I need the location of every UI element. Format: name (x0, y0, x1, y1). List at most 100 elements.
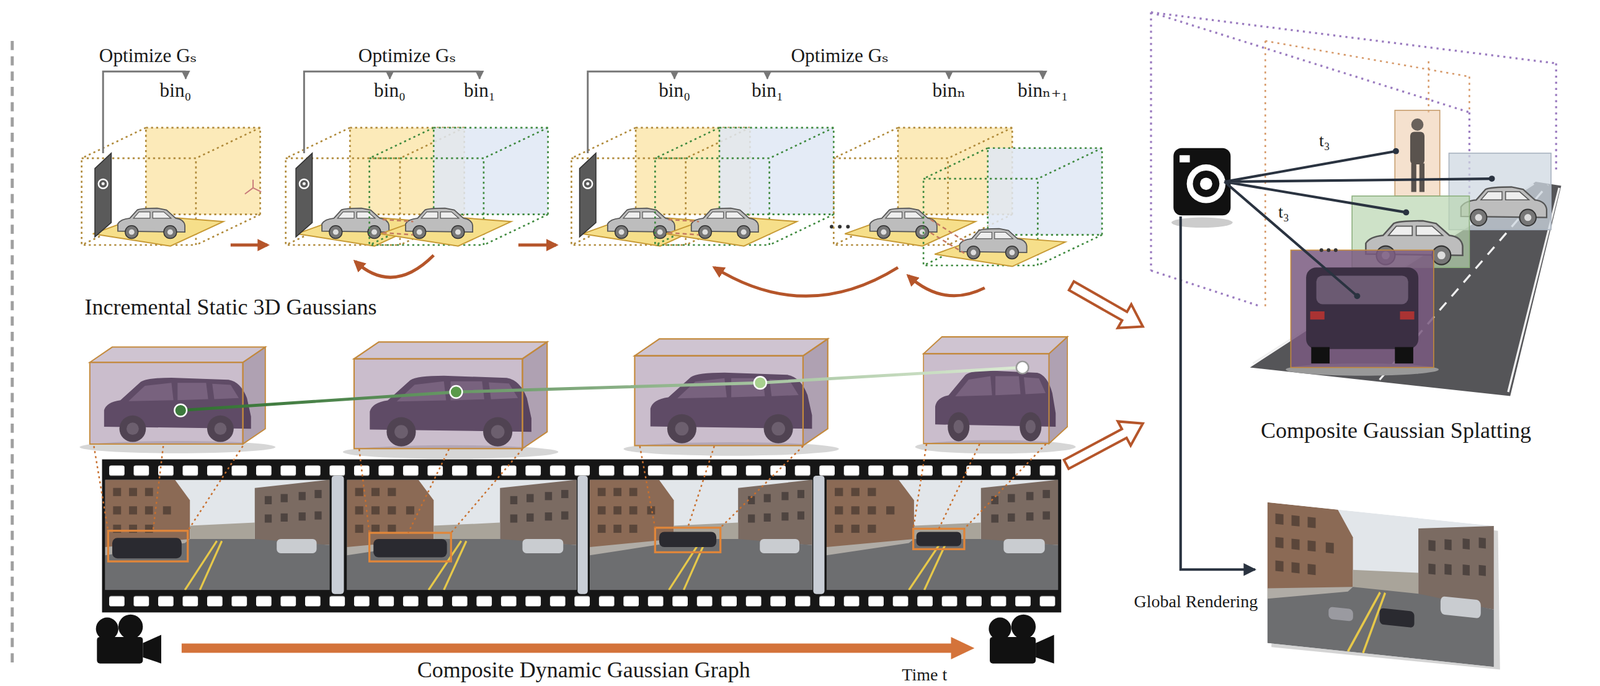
panel-heading: Composite Dynamic Gaussian Graph (417, 657, 751, 683)
dynamic-graph (174, 404, 187, 417)
splatting-scene (1400, 311, 1415, 320)
dynamic-graph (577, 475, 588, 595)
diagram-label: t₃ (1319, 131, 1331, 151)
dynamic-graph (93, 444, 1046, 533)
splatting-scene (1290, 249, 1434, 368)
panel-heading: Composite Gaussian Splatting (1260, 417, 1532, 444)
splatting-scene (1179, 155, 1190, 163)
dynamic-graph (107, 527, 964, 562)
splatting-scene (1311, 347, 1330, 364)
dynamic-graph (1016, 361, 1029, 374)
diagram-label: binₙ (932, 80, 966, 102)
static-gaussians (303, 71, 480, 154)
static-gaussians (668, 219, 965, 254)
splatting-scene (1310, 311, 1325, 320)
dynamic-graph (951, 636, 975, 660)
splatting-scene (1394, 110, 1440, 196)
splatting-scene (1186, 164, 1227, 204)
dynamic-graph (915, 336, 1076, 454)
static-gaussians (478, 71, 481, 79)
dynamic-graph (96, 614, 162, 664)
static-gaussians (587, 71, 1044, 154)
splatting-scene (1180, 216, 1256, 570)
dynamic-graph (112, 537, 182, 559)
static-gaussians (654, 127, 834, 247)
dynamic-graph (813, 475, 825, 595)
diagram-label: Time t (901, 665, 947, 685)
static-gaussians (518, 243, 557, 247)
static-gaussians (94, 153, 112, 237)
splatting-scene (1353, 292, 1360, 299)
panel-region: Composite Dynamic Gaussian Graph (86, 331, 1067, 686)
splatting-scene (1173, 148, 1231, 216)
static-gaussians (948, 71, 951, 79)
splatting-scene (1250, 181, 1562, 397)
dynamic-graph (659, 531, 717, 547)
static-gaussians (230, 243, 268, 247)
static-gaussians (382, 219, 414, 236)
dynamic-graph (112, 531, 962, 559)
panel-region: Incremental Static 3D Gaussians (76, 40, 1072, 322)
dynamic-graph (79, 347, 276, 454)
static-gaussians (714, 267, 898, 296)
dynamic-graph (104, 479, 330, 590)
diagram-label: Global Rendering (1119, 592, 1273, 612)
splatting-scene (1402, 208, 1409, 216)
dynamic-graph (331, 475, 345, 595)
dynamic-graph (180, 367, 1023, 410)
diagram-label: bin₁ (463, 80, 496, 102)
dynamic-graph (342, 341, 559, 459)
dynamic-graph (102, 459, 1062, 613)
static-gaussians (845, 224, 850, 229)
dynamic-graph (102, 594, 1062, 609)
splatting-scene (1151, 12, 1561, 670)
diagram-label: bin₀ (160, 80, 192, 102)
static-gaussians (355, 254, 435, 278)
static-gaussians (295, 153, 312, 237)
dynamic-graph (623, 338, 840, 456)
splatting-scene (1326, 248, 1331, 252)
splatting-scene (1328, 606, 1353, 622)
splatting-scene (1410, 131, 1425, 165)
static-gaussians (1041, 71, 1044, 79)
static-gaussians (184, 71, 187, 79)
dynamic-graph (450, 385, 463, 399)
splatting-scene (1379, 607, 1415, 628)
static-gaussians (81, 127, 261, 247)
diagram-label: Optimize Gₛ (790, 45, 889, 67)
splatting-scene (1411, 163, 1417, 192)
splatting-scene (1253, 183, 1560, 392)
dynamic-graph (589, 479, 813, 590)
diagram-label: Optimize Gₛ (99, 45, 197, 67)
dynamic-graph (79, 336, 1076, 664)
dynamic-graph (654, 527, 720, 552)
splatting-scene (1461, 186, 1547, 226)
panel-heading: Incremental Static 3D Gaussians (84, 294, 378, 320)
splatting-scene (1267, 502, 1494, 667)
splatting-scene (1411, 118, 1424, 131)
dynamic-graph (826, 479, 1059, 590)
static-gaussians (244, 179, 262, 195)
splatting-scene (1392, 148, 1400, 155)
splatting-scene (1306, 267, 1419, 350)
dynamic-graph (181, 643, 955, 654)
dynamic-graph (102, 463, 1062, 478)
static-gaussians (907, 275, 985, 296)
panel-region: Composite Gaussian Splatting (1142, 8, 1592, 449)
diagram-label: t₃ (1278, 202, 1290, 223)
dynamic-graph (107, 530, 188, 562)
diagram-label: Optimize Gₛ (358, 45, 456, 67)
splatting-scene (1200, 177, 1213, 190)
splatting-scene (1192, 170, 1220, 198)
static-gaussians (923, 148, 1103, 267)
dynamic-graph (988, 614, 1054, 664)
hollow-arrow (1069, 281, 1143, 329)
splatting-scene (1316, 275, 1409, 304)
diagram-label: bin₀ (373, 80, 406, 102)
static-gaussians (390, 71, 480, 79)
static-gaussians (81, 71, 1103, 296)
splatting-scene (1224, 151, 1492, 297)
static-gaussians (579, 153, 596, 237)
